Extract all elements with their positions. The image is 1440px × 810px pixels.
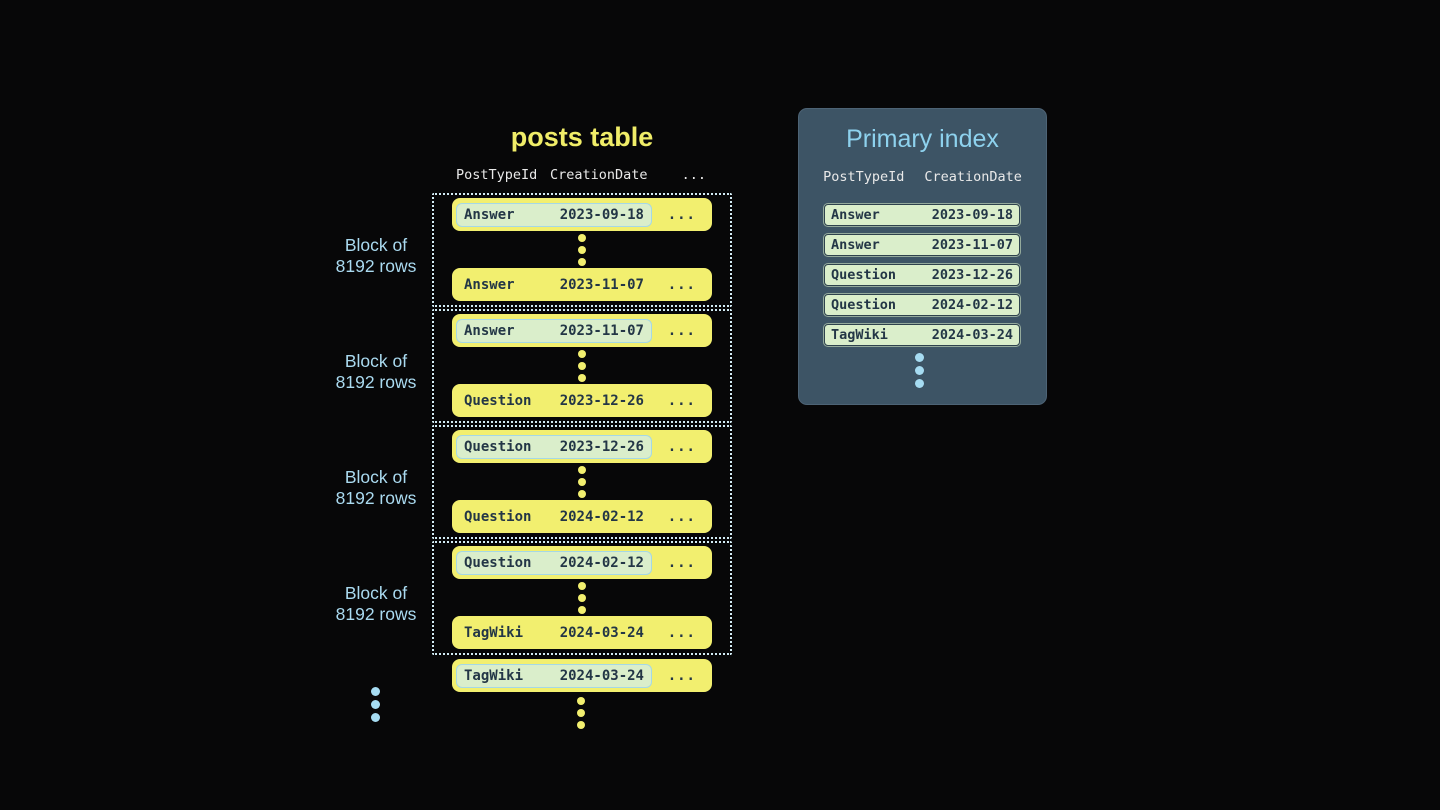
row-ellipsis: ... [667,322,696,339]
row-ellipsis: ... [667,624,696,641]
creation-date-cell: 2024-02-12 [559,508,644,525]
post-type-cell: Question [464,554,532,571]
post-type-cell: Question [464,438,532,455]
post-type-cell: Answer [464,206,515,223]
posts-table-title: posts table [510,122,654,152]
post-type-cell: TagWiki [464,667,524,684]
table-row-first: Answer 2023-09-18 ... [452,198,712,231]
table-row-last: Question 2024-02-12 ... [452,500,712,533]
creation-date-cell: 2023-11-07 [559,322,644,339]
indexed-entry-highlight: Question 2024-02-12 [456,550,652,575]
index-row: TagWiki 2024-03-24 [824,324,1020,346]
column-posttypeid: PostTypeId [456,167,538,183]
creation-date-cell: 2023-12-26 [559,438,644,455]
creation-date-cell: 2024-03-24 [559,624,644,641]
block-label: Block of 8192 rows [335,467,417,508]
creation-date-cell: 2023-09-18 [559,206,644,223]
primary-index-panel: Primary index PostTypeId CreationDate An… [798,108,1047,405]
row-ellipsis: ... [667,554,696,571]
table-block: Answer 2023-11-07 ... Question 2023-12-2… [432,309,732,423]
post-type-cell: Answer [464,322,515,339]
row-ellipsis: ... [667,206,696,223]
post-type-cell: Answer [831,237,880,253]
block-label: Block of 8192 rows [335,235,417,276]
row-ellipsis: ... [667,276,696,293]
creation-date-cell: 2024-02-12 [559,554,644,571]
post-type-cell: Question [831,297,897,313]
column-posttypeid: PostTypeId [823,169,905,185]
indexed-entry-highlight: Answer 2023-11-07 [456,318,652,343]
more-blocks-dots [371,687,380,722]
posts-table-column-headers: PostTypeId CreationDate ... [432,167,732,183]
column-creationdate: CreationDate [550,167,648,183]
ellipsis-dots [578,581,586,614]
table-block: Question 2023-12-26 ... Question 2024-02… [432,425,732,539]
creation-date-cell: 2023-11-07 [559,276,644,293]
creation-date-cell: 2023-12-26 [931,267,1013,283]
creation-date-cell: 2023-11-07 [931,237,1013,253]
more-index-entries-dots [915,353,924,388]
indexed-entry-highlight: Question 2023-12-26 [456,434,652,459]
table-row-last: TagWiki 2024-03-24 ... [452,616,712,649]
post-type-cell: TagWiki [464,624,524,641]
post-type-cell: Question [831,267,897,283]
post-type-cell: Answer [831,207,880,223]
creation-date-cell: 2024-02-12 [931,297,1013,313]
creation-date-cell: 2023-12-26 [559,392,644,409]
row-ellipsis: ... [667,508,696,525]
index-row: Answer 2023-11-07 [824,234,1020,256]
ellipsis-dots [578,465,586,498]
column-creationdate: CreationDate [924,169,1022,185]
post-type-cell: TagWiki [831,327,888,343]
block-label: Block of 8192 rows [335,583,417,624]
index-row: Question 2024-02-12 [824,294,1020,316]
creation-date-cell: 2023-09-18 [931,207,1013,223]
table-row-last: Question 2023-12-26 ... [452,384,712,417]
table-block: Question 2024-02-12 ... TagWiki 2024-03-… [432,541,732,655]
table-row-first: Question 2023-12-26 ... [452,430,712,463]
primary-index-title: Primary index [846,125,999,153]
primary-index-column-headers: PostTypeId CreationDate [799,169,1046,185]
post-type-cell: Question [464,392,532,409]
indexed-entry-highlight: Answer 2023-09-18 [456,202,652,227]
creation-date-cell: 2024-03-24 [931,327,1013,343]
row-ellipsis: ... [667,392,696,409]
post-type-cell: Question [464,508,532,525]
column-ellipsis: ... [681,167,706,183]
index-row: Question 2023-12-26 [824,264,1020,286]
row-ellipsis: ... [667,667,696,684]
table-row-first: Answer 2023-11-07 ... [452,314,712,347]
indexed-entry-highlight: TagWiki 2024-03-24 [456,663,652,688]
ellipsis-dots [578,233,586,266]
post-type-cell: Answer [464,276,515,293]
table-block: Answer 2023-09-18 ... Answer 2023-11-07 … [432,193,732,307]
table-row-first: Question 2024-02-12 ... [452,546,712,579]
index-row: Answer 2023-09-18 [824,204,1020,226]
ellipsis-dots [578,349,586,382]
table-row-overflow: TagWiki 2024-03-24 ... [452,659,712,692]
row-ellipsis: ... [667,438,696,455]
more-rows-dots [577,697,585,729]
creation-date-cell: 2024-03-24 [559,667,644,684]
table-row-last: Answer 2023-11-07 ... [452,268,712,301]
block-label: Block of 8192 rows [335,351,417,392]
